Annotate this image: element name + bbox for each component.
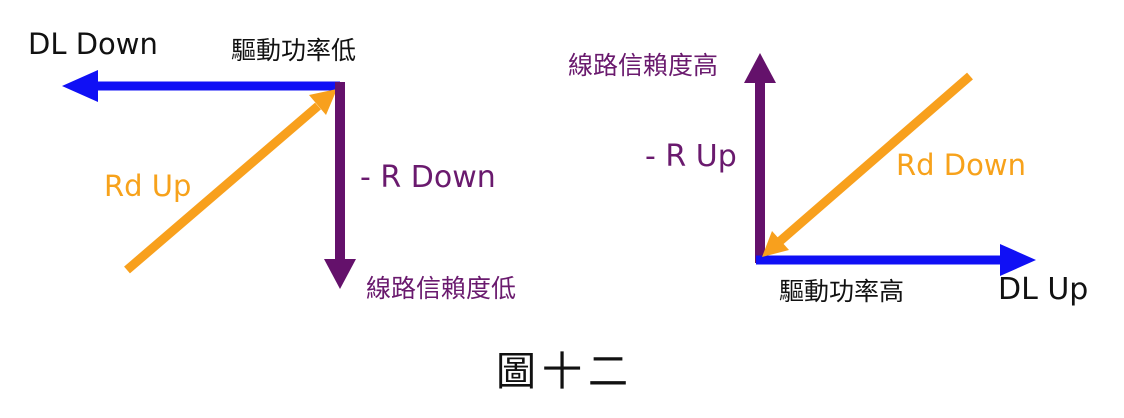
rd-up-label: Rd Up: [104, 169, 192, 203]
drive-power-high-label: 驅動功率高: [779, 277, 905, 306]
drive-power-low-label: 驅動功率低: [231, 36, 357, 65]
left-dl-down-arrow: [62, 70, 340, 102]
left-rd-up-arrow: [124, 89, 337, 274]
right-dl-up-arrow: [756, 244, 1036, 276]
r-down-label: - R Down: [360, 160, 496, 195]
right-rd-down-arrow: [762, 72, 973, 257]
rd-down-label: Rd Down: [896, 148, 1026, 182]
left-r-down-arrow: [324, 82, 356, 289]
link-reliability-low-label: 線路信賴度低: [366, 274, 517, 303]
figure-caption: 圖十二: [496, 349, 634, 395]
dl-down-label: DL Down: [28, 27, 158, 61]
link-reliability-high-label: 線路信賴度高: [568, 51, 719, 80]
r-up-label: - R Up: [645, 139, 737, 174]
right-r-up-arrow: [744, 53, 776, 263]
dl-up-label: DL Up: [998, 272, 1089, 307]
